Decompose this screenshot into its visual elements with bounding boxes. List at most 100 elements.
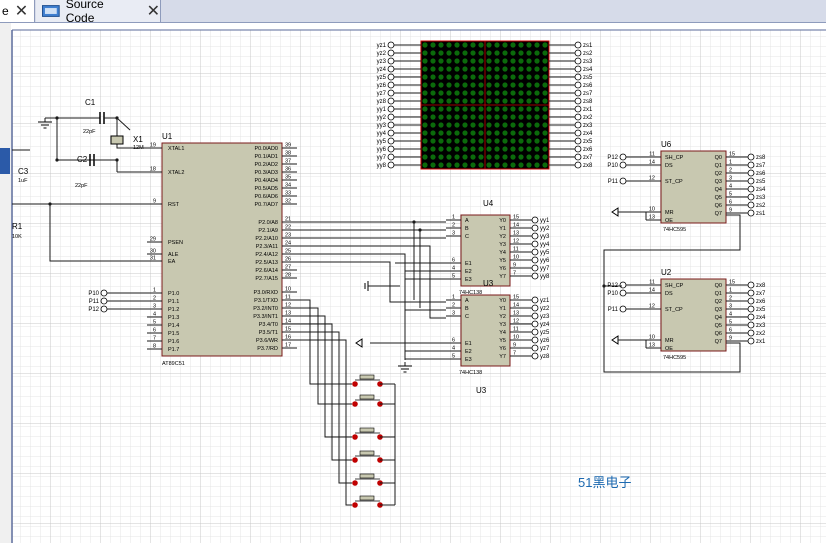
- mcu-pin-number: 24: [285, 241, 291, 247]
- source-code-icon: [42, 5, 60, 17]
- led-dot: [494, 106, 500, 112]
- led-dot: [502, 154, 508, 160]
- led-dot: [446, 74, 452, 80]
- net-label: yz1: [377, 43, 387, 49]
- led-dot: [510, 122, 516, 128]
- led-dot: [422, 114, 428, 120]
- mcu-pin-label: PSEN: [168, 240, 183, 246]
- mcu-pin-label: EA: [168, 259, 176, 265]
- net-terminal: [531, 352, 539, 360]
- close-icon[interactable]: ✕: [14, 3, 29, 20]
- schematic-canvas[interactable]: U1AT89C5119XTAL118XTAL29RST29PSEN30ALE31…: [0, 23, 826, 543]
- led-dot: [422, 154, 428, 160]
- led-dot: [446, 90, 452, 96]
- led-dot: [470, 90, 476, 96]
- decoder-pin-label: C: [465, 234, 469, 240]
- c1-value: 22pF: [83, 129, 96, 135]
- net-terminal: [747, 201, 755, 209]
- led-dot: [446, 122, 452, 128]
- net-label: zx6: [756, 299, 766, 305]
- net-terminal: [574, 65, 582, 73]
- tab-schematic[interactable]: e ✕: [0, 0, 35, 22]
- led-dot: [486, 130, 492, 136]
- led-dot: [462, 82, 468, 88]
- led-dot: [494, 114, 500, 120]
- led-dot: [518, 66, 524, 72]
- led-dot: [430, 82, 436, 88]
- led-dot: [470, 58, 476, 64]
- decoder-pin-number: 10: [513, 335, 519, 341]
- led-dot: [494, 98, 500, 104]
- led-dot: [534, 66, 540, 72]
- shift-register-pin-label: MR: [665, 210, 674, 216]
- mcu-pin-number: 6: [153, 328, 156, 334]
- led-dot: [494, 66, 500, 72]
- led-dot: [486, 90, 492, 96]
- shift-register-pin-label: DS: [665, 163, 673, 169]
- net-terminal: [747, 297, 755, 305]
- decoder-pin-number: 7: [513, 271, 516, 277]
- mcu-pin-number: 36: [285, 167, 291, 173]
- junction: [412, 220, 416, 224]
- net-label: zx4: [583, 131, 593, 137]
- shift-register-pin-label: Q4: [715, 315, 722, 321]
- decoder-pin-number: 6: [452, 338, 455, 344]
- close-icon[interactable]: ✕: [146, 3, 160, 20]
- mcu-pin-label: P2.3/A11: [256, 244, 278, 250]
- shift-register-pin-number: 13: [649, 343, 655, 349]
- shift-register-pin-number: 2: [729, 296, 732, 302]
- led-dot: [518, 146, 524, 152]
- net-label: zs8: [583, 99, 593, 105]
- net-label: zs1: [756, 211, 766, 217]
- led-dot: [462, 114, 468, 120]
- p3-wire: [297, 299, 352, 385]
- shift-register-pin-number: 1: [729, 288, 732, 294]
- led-dot: [534, 50, 540, 56]
- led-dot: [518, 42, 524, 48]
- led-dot: [502, 114, 508, 120]
- junction: [55, 116, 59, 120]
- led-dot: [470, 146, 476, 152]
- mcu-pin-number: 27: [285, 265, 291, 271]
- net-label: zs3: [583, 59, 593, 65]
- led-dot: [502, 146, 508, 152]
- led-dot: [430, 66, 436, 72]
- shift-register-pin-label: Q3: [715, 307, 722, 313]
- led-dot: [454, 74, 460, 80]
- net-label: yz1: [540, 298, 550, 304]
- mcu-pin-label: P1.1: [168, 299, 179, 305]
- p2-wire: [297, 245, 446, 319]
- net-label: yy8: [377, 163, 387, 169]
- net-terminal: [574, 41, 582, 49]
- led-dot: [510, 138, 516, 144]
- decoder-pin-number: 11: [513, 247, 519, 253]
- net-terminal: [531, 240, 539, 248]
- net-terminal: [531, 336, 539, 344]
- net-label: zx2: [583, 115, 593, 121]
- led-dot: [518, 74, 524, 80]
- led-dot: [478, 42, 484, 48]
- xtal1-wire: [116, 118, 147, 149]
- net-label: zs5: [756, 179, 766, 185]
- mcu-pin-number: 2: [153, 296, 156, 302]
- led-dot: [454, 58, 460, 64]
- switch-button: [359, 495, 375, 501]
- net-label: zx1: [583, 107, 593, 113]
- tab-source-code[interactable]: Source Code ✕: [36, 0, 161, 25]
- led-dot: [454, 106, 460, 112]
- net-label: yz3: [377, 59, 387, 65]
- led-dot: [422, 162, 428, 168]
- mcu-pin-label: P2.1/A9: [258, 228, 278, 234]
- led-dot: [470, 138, 476, 144]
- net-terminal: [531, 224, 539, 232]
- switch-button: [359, 427, 375, 433]
- c2-value: 22pF: [75, 183, 88, 189]
- led-dot: [526, 58, 532, 64]
- decoder-pin-number: 1: [452, 215, 455, 221]
- led-dot: [526, 50, 532, 56]
- r1-ref: R1: [12, 222, 23, 231]
- net-terminal: [387, 145, 395, 153]
- net-label: yz6: [377, 83, 387, 89]
- led-dot: [486, 106, 492, 112]
- net-terminal: [387, 161, 395, 169]
